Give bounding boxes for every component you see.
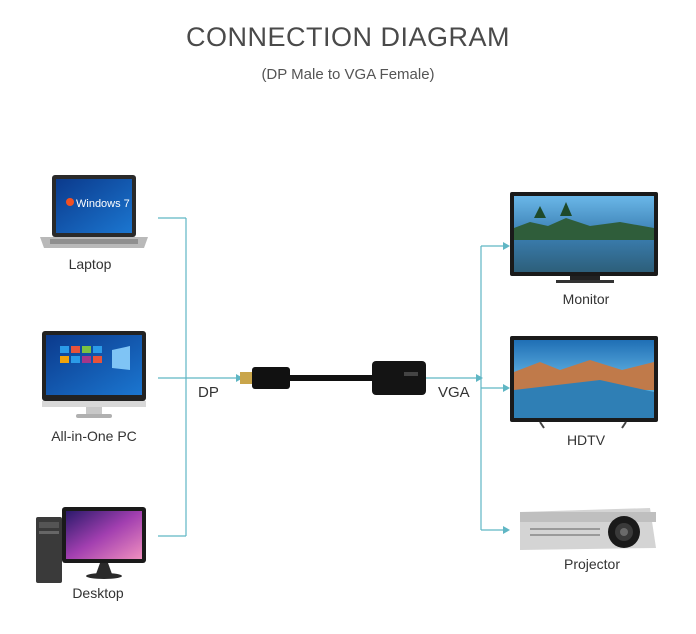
monitor-icon xyxy=(510,192,658,283)
arrow-head-icon xyxy=(476,374,483,382)
display-label-hdtv: HDTV xyxy=(566,432,606,448)
diagram-subtitle: (DP Male to VGA Female) xyxy=(261,66,435,83)
dp-to-vga-adapter-icon xyxy=(240,361,426,395)
source-label-desktop: Desktop xyxy=(72,585,124,601)
left-bracket-lines xyxy=(158,217,236,537)
hdtv-icon xyxy=(510,336,658,429)
laptop-screen-text: Windows 7 xyxy=(76,198,130,210)
all-in-one-pc-icon xyxy=(42,331,146,418)
arrow-head-icon xyxy=(503,384,510,392)
source-label-all-in-one-pc: All-in-One PC xyxy=(51,428,137,444)
desktop-icon xyxy=(36,507,146,583)
projector-icon xyxy=(520,508,656,550)
display-label-projector: Projector xyxy=(563,556,621,572)
arrow-head-icon xyxy=(503,526,510,534)
port-label-vga: VGA xyxy=(438,384,470,401)
right-bracket-lines xyxy=(426,245,504,531)
port-label-dp: DP xyxy=(198,384,219,401)
laptop-icon: Windows 7 xyxy=(40,175,148,248)
arrow-head-icon xyxy=(503,242,510,250)
arrow-head-icon xyxy=(236,374,243,382)
display-label-monitor: Monitor xyxy=(562,291,610,307)
source-label-laptop: Laptop xyxy=(68,256,112,272)
diagram-title: CONNECTION DIAGRAM xyxy=(185,22,510,52)
